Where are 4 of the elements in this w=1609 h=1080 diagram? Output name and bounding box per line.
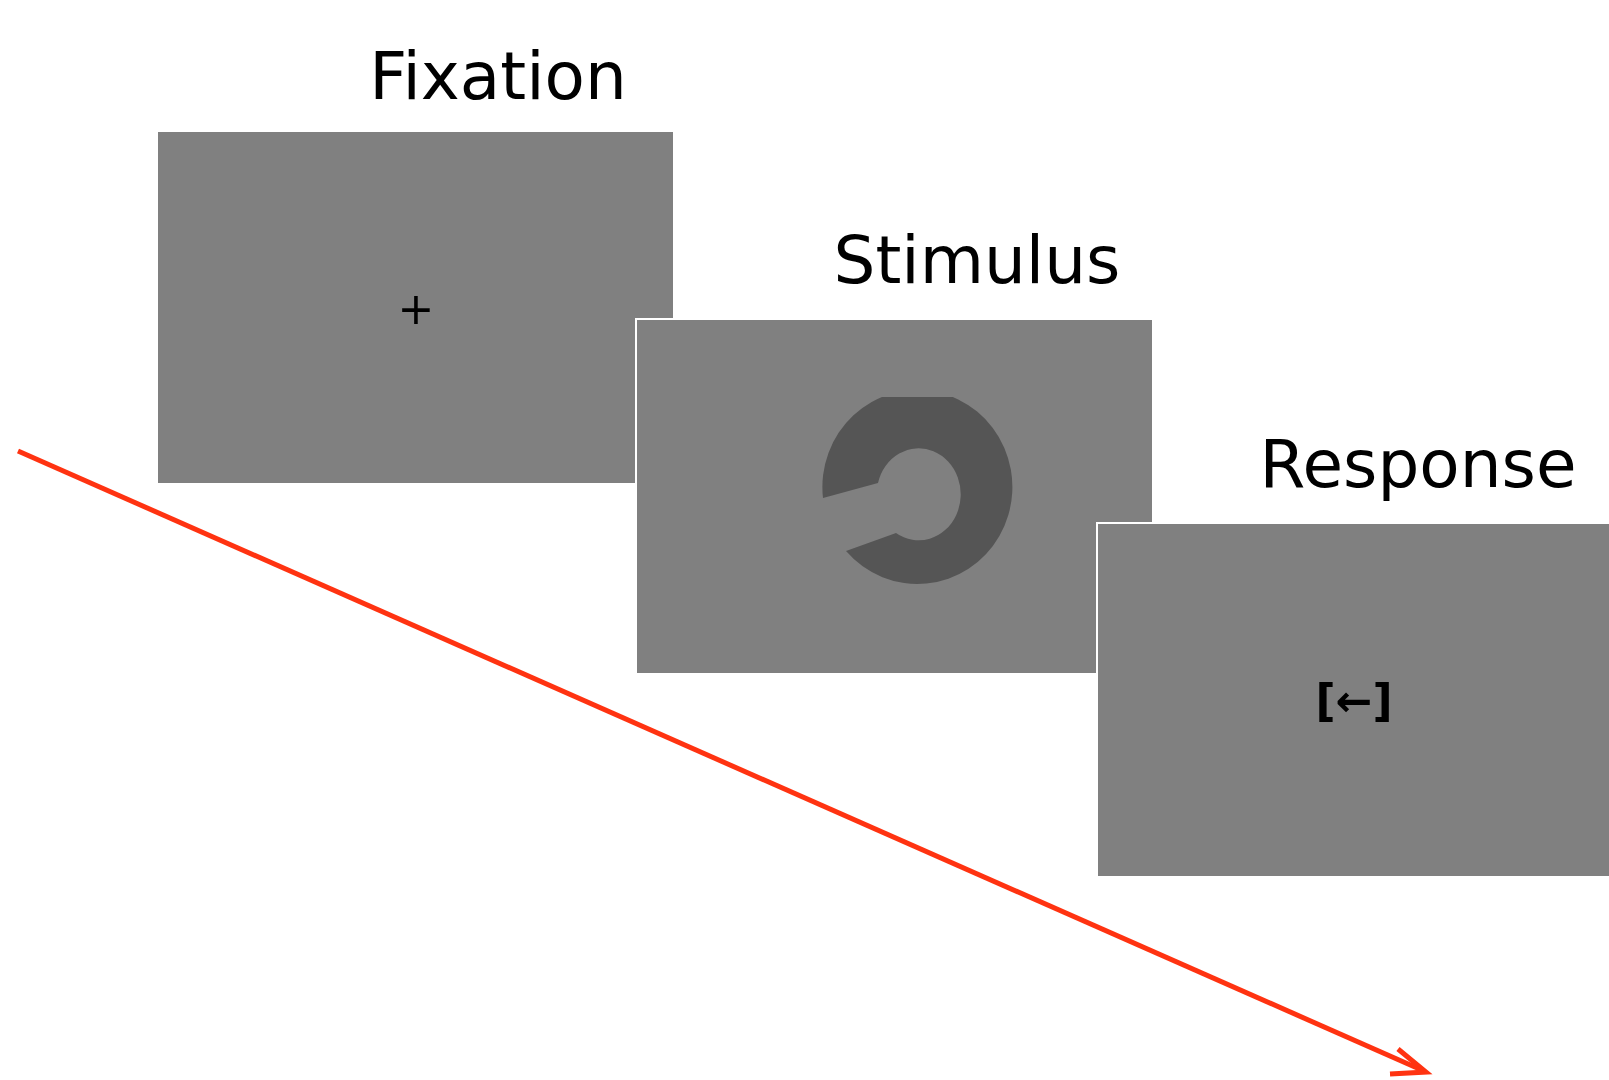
response-key: [←] [1315,674,1393,726]
screen-title: Stimulus [832,228,1122,294]
fixation-cross: + [397,282,435,333]
screen-title: Fixation [368,44,628,110]
